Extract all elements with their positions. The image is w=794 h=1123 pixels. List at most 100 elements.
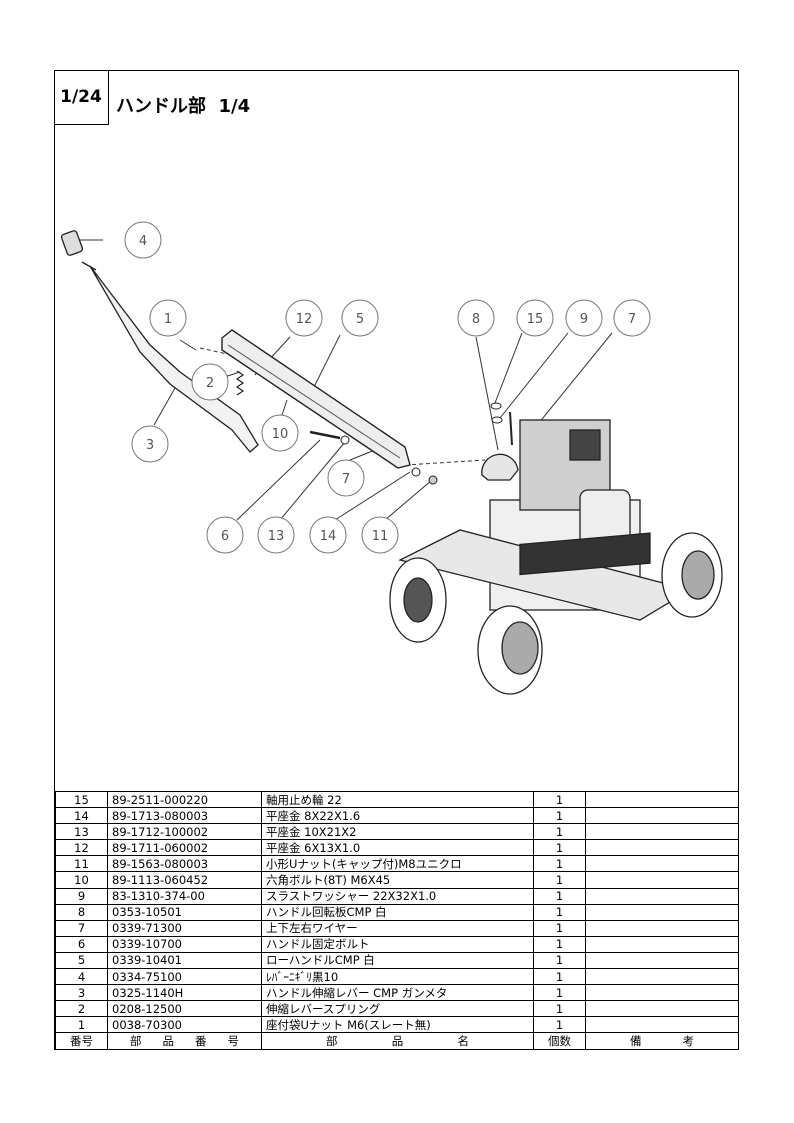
svg-text:6: 6 <box>221 529 229 544</box>
row-no: 6 <box>55 935 108 953</box>
row-no: 7 <box>55 919 108 937</box>
callout-12: 12 <box>285 299 323 337</box>
callout-4: 4 <box>124 221 162 259</box>
spring-part <box>235 370 245 396</box>
row-part-no: 0334-75100 <box>107 968 262 986</box>
row-qty: 1 <box>533 790 586 809</box>
row-no: 3 <box>55 984 108 1002</box>
row-qty: 1 <box>533 887 586 905</box>
exploded-parts-diagram: 4 1 12 5 2 3 10 7 6 13 14 11 8 15 9 7 <box>60 221 723 695</box>
row-remarks <box>585 951 739 970</box>
grip-cap-part <box>60 230 97 271</box>
row-part-name: ハンドル回転板CMP 白 <box>261 903 534 921</box>
row-part-name: 伸縮レバースプリング <box>261 1000 534 1018</box>
row-qty: 1 <box>533 968 586 986</box>
callout-10: 10 <box>261 414 299 452</box>
row-no: 13 <box>55 823 108 841</box>
row-part-no: 0208-12500 <box>107 1000 262 1018</box>
svg-text:5: 5 <box>356 312 364 327</box>
row-remarks <box>585 1016 739 1034</box>
row-qty: 1 <box>533 807 586 825</box>
svg-text:12: 12 <box>296 312 313 327</box>
row-part-name: 上下左右ワイヤー <box>261 919 534 937</box>
row-remarks <box>585 790 739 809</box>
row-part-no: 0339-10401 <box>107 951 262 970</box>
row-no: 2 <box>55 1000 108 1018</box>
bolt-part <box>309 430 341 440</box>
row-no: 14 <box>55 807 108 825</box>
page-frame <box>54 70 739 1050</box>
row-part-name: ﾚﾊﾞｰﾆｷﾞﾘ黒10 <box>261 968 534 986</box>
row-part-no: 89-2511-000220 <box>107 790 262 809</box>
header-qty: 個数 <box>533 1032 586 1050</box>
row-part-name: 小形Uナット(キャップ付)M8ユニクロ <box>261 855 534 873</box>
row-remarks <box>585 871 739 889</box>
svg-text:7: 7 <box>342 472 350 487</box>
row-no: 5 <box>55 951 108 970</box>
row-part-no: 0038-70300 <box>107 1016 262 1034</box>
callout-7b: 7 <box>613 299 651 337</box>
row-remarks <box>585 935 739 953</box>
header-no: 番号 <box>55 1032 108 1050</box>
callout-2: 2 <box>191 363 229 401</box>
row-no: 12 <box>55 839 108 857</box>
row-qty: 1 <box>533 984 586 1002</box>
svg-text:8: 8 <box>472 312 480 327</box>
rotating-plate-part <box>481 453 519 481</box>
row-remarks <box>585 903 739 921</box>
row-part-name: 六角ボルト(8T) M6X45 <box>261 871 534 889</box>
row-qty: 1 <box>533 871 586 889</box>
extension-lever-part <box>89 265 259 453</box>
row-qty: 1 <box>533 1016 586 1034</box>
row-part-no: 89-1713-080003 <box>107 807 262 825</box>
table-header-row: 番号 部品番号 部品名 個数 備考 <box>55 1032 739 1050</box>
row-part-name: 軸用止め輪 22 <box>261 790 534 809</box>
row-part-name: 平座金 10X21X2 <box>261 823 534 841</box>
header-remarks: 備考 <box>585 1032 739 1050</box>
row-qty: 1 <box>533 951 586 970</box>
svg-text:15: 15 <box>527 312 544 327</box>
svg-text:14: 14 <box>320 529 337 544</box>
row-remarks <box>585 823 739 841</box>
page-title: ハンドル部 1/4 <box>116 96 251 117</box>
header-part-no: 部品番号 <box>107 1032 262 1050</box>
row-part-no: 0339-10700 <box>107 935 262 953</box>
callout-9: 9 <box>565 299 603 337</box>
row-qty: 1 <box>533 855 586 873</box>
svg-text:9: 9 <box>580 312 588 327</box>
svg-text:2: 2 <box>206 376 214 391</box>
row-part-no: 89-1563-080003 <box>107 855 262 873</box>
row-part-no: 89-1711-060002 <box>107 839 262 857</box>
row-part-no: 89-1113-060452 <box>107 871 262 889</box>
row-qty: 1 <box>533 839 586 857</box>
row-remarks <box>585 919 739 937</box>
row-part-name: 平座金 8X22X1.6 <box>261 807 534 825</box>
row-remarks <box>585 984 739 1002</box>
row-part-no: 0353-10501 <box>107 903 262 921</box>
row-no: 9 <box>55 887 108 905</box>
row-no: 4 <box>55 968 108 986</box>
row-part-name: ハンドル伸縮レバー CMP ガンメタ <box>261 984 534 1002</box>
row-remarks <box>585 1000 739 1018</box>
row-no: 11 <box>55 855 108 873</box>
callout-1: 1 <box>149 299 187 337</box>
row-part-name: 平座金 6X13X1.0 <box>261 839 534 857</box>
row-qty: 1 <box>533 1000 586 1018</box>
callout-5: 5 <box>341 299 379 337</box>
row-part-name: ハンドル固定ボルト <box>261 935 534 953</box>
row-part-no: 89-1712-100002 <box>107 823 262 841</box>
callout-14: 14 <box>309 516 347 554</box>
